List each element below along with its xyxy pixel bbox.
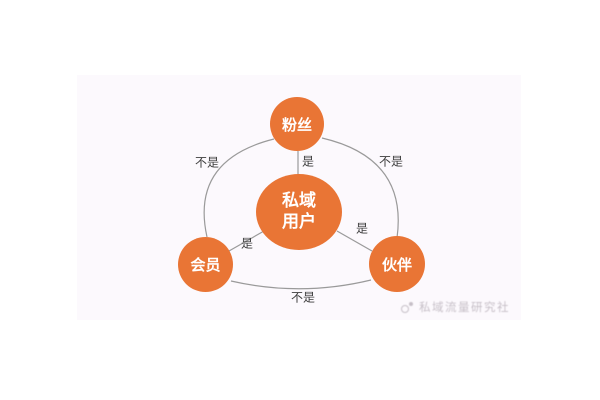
edge-arc-members-partners xyxy=(230,279,372,290)
edge-label-members-partners: 不是 xyxy=(290,290,316,305)
node-members-label: 会员 xyxy=(190,256,221,274)
node-partners-label: 伙伴 xyxy=(381,255,412,274)
node-partners: 伙伴 xyxy=(369,236,425,292)
edge-line-members-center xyxy=(228,230,265,252)
node-private-domain-user: 私域 用户 xyxy=(256,174,342,250)
node-members: 会员 xyxy=(178,237,233,292)
edge-arc-fans-members xyxy=(203,138,275,238)
edge-label-fans-center: 是 xyxy=(301,154,315,169)
node-private-domain-user-label: 私域 用户 xyxy=(282,191,316,234)
edge-line-partners-center xyxy=(336,230,373,252)
node-fans-label: 粉丝 xyxy=(281,115,312,134)
edge-arc-fans-partners xyxy=(321,137,399,239)
edge-label-fans-members: 不是 xyxy=(194,155,220,170)
watermark: 私域流量研究社 xyxy=(401,299,510,315)
edge-label-members-center: 是 xyxy=(240,236,254,251)
paw-logo-icon xyxy=(401,301,414,313)
edge-label-fans-partners: 不是 xyxy=(378,154,404,169)
node-fans: 粉丝 xyxy=(270,97,324,151)
node-private-domain-user-label-line1: 私域 xyxy=(282,190,316,211)
watermark-text: 私域流量研究社 xyxy=(419,300,510,314)
edge-label-partners-center: 是 xyxy=(355,221,369,236)
node-private-domain-user-label-line2: 用户 xyxy=(282,212,316,232)
